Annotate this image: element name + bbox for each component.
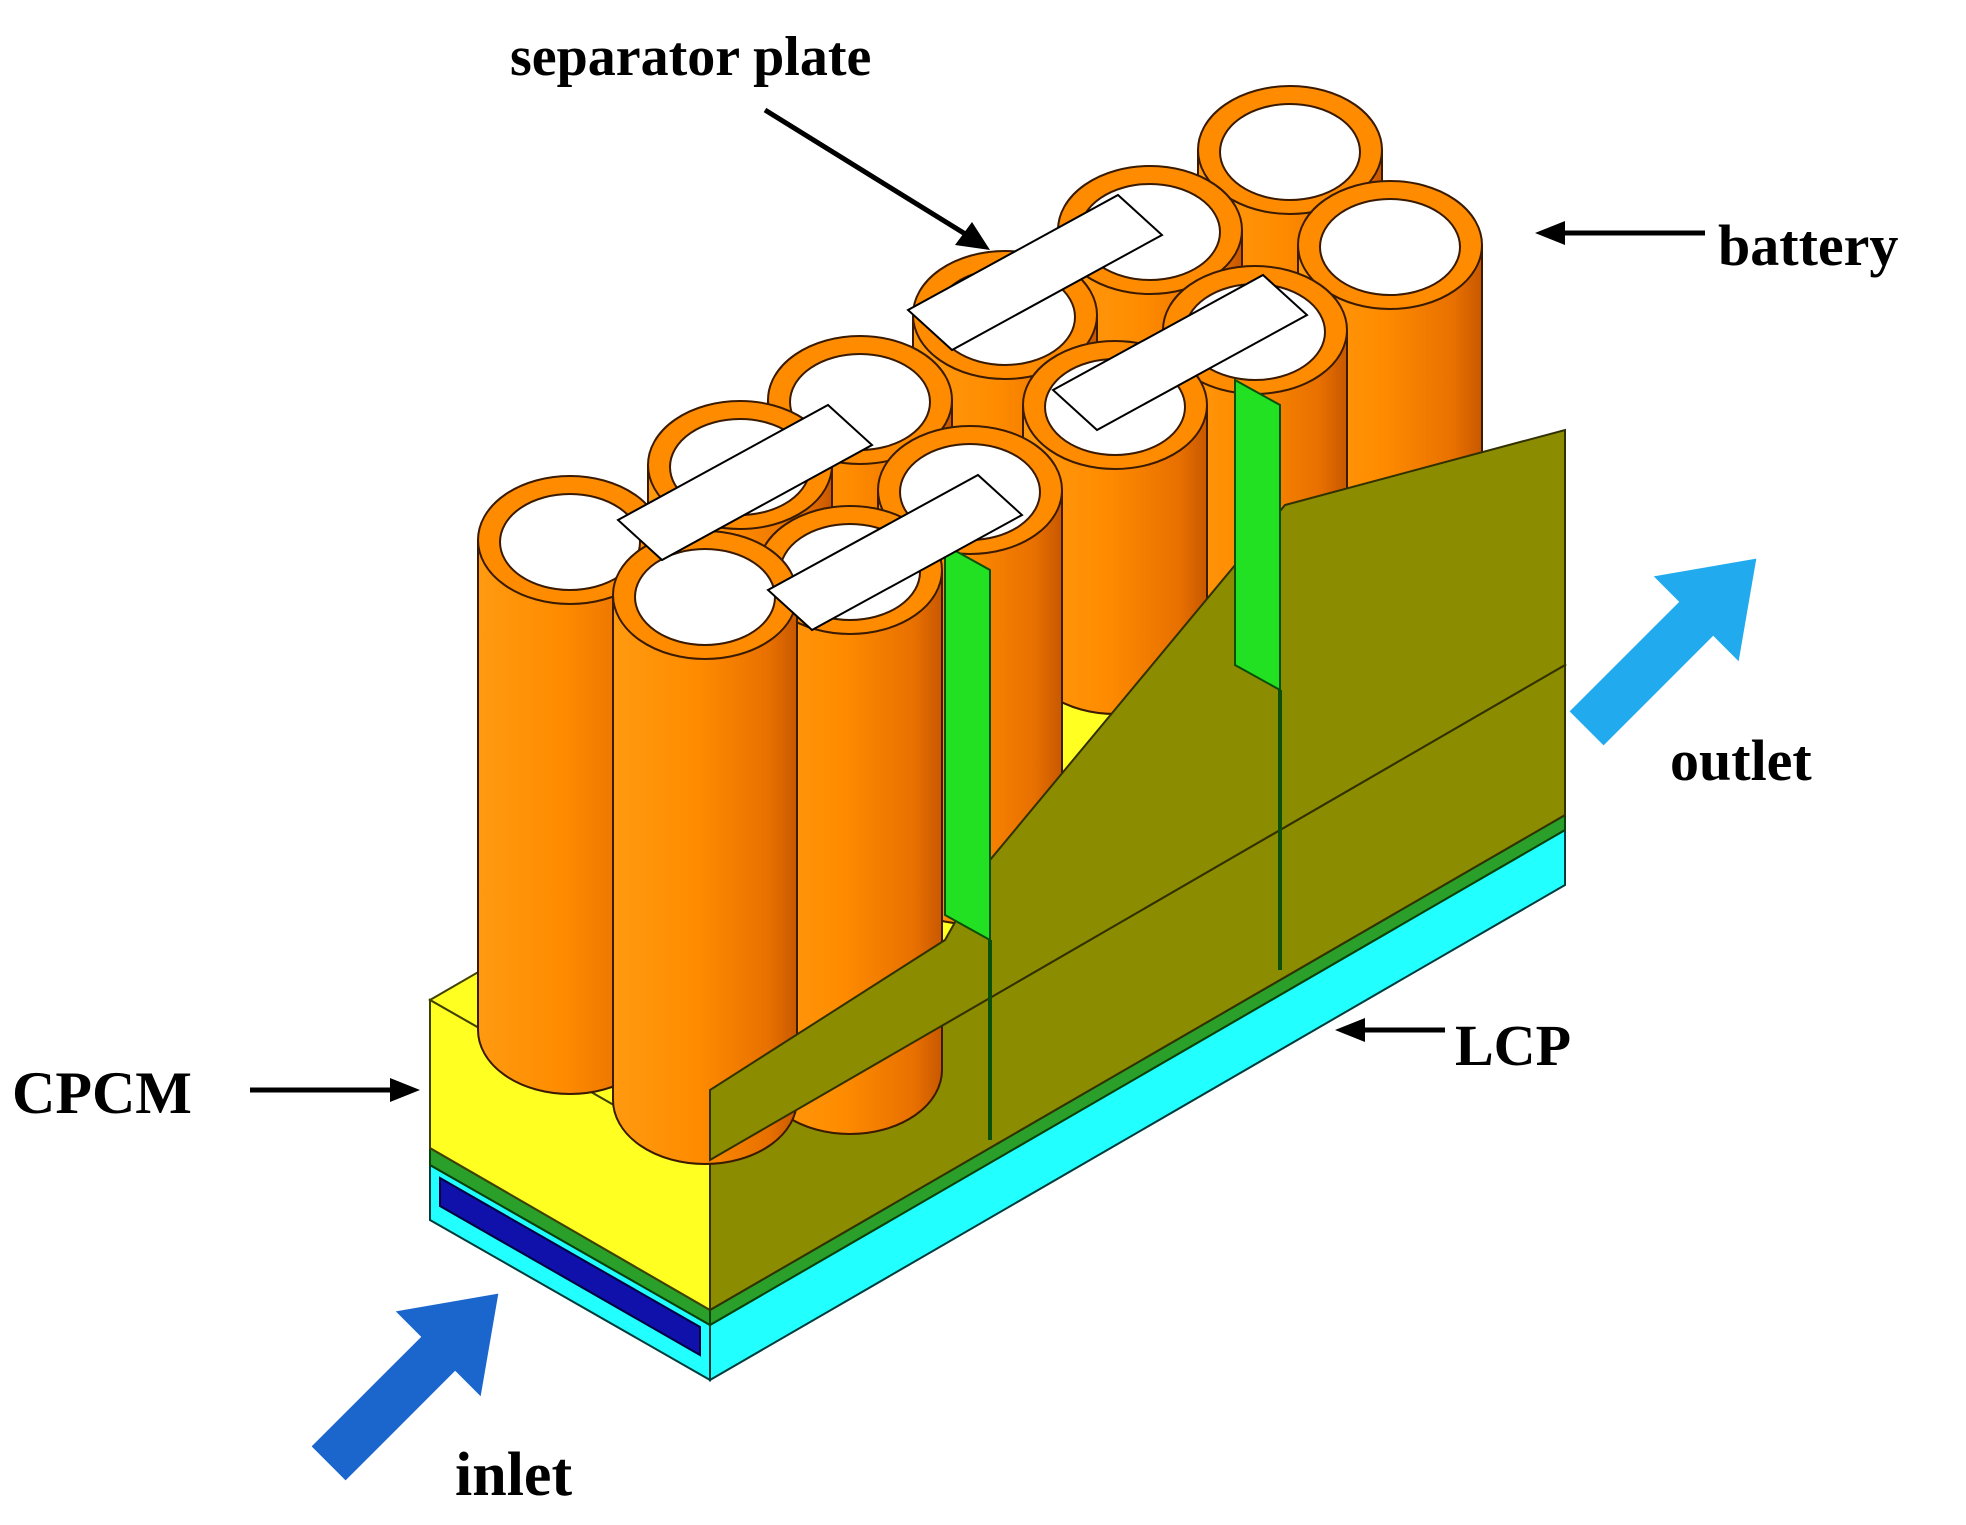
lcp-label: LCP xyxy=(1455,1013,1571,1078)
separator-plate-1 xyxy=(944,543,991,942)
inlet-arrow-shape xyxy=(311,1293,499,1481)
annotations: separator plate battery outlet LCP CPCM … xyxy=(12,26,1898,1509)
lcp-slab xyxy=(429,828,1566,1382)
battery-body xyxy=(612,594,798,1165)
connector-tab xyxy=(766,473,1024,632)
cpcm-arrowhead xyxy=(390,1078,420,1102)
battery-top xyxy=(1219,103,1361,201)
cpcm-side-face xyxy=(709,428,1566,1162)
connector-tab xyxy=(906,193,1164,352)
separator-plate-arrowhead xyxy=(955,222,990,250)
connector-tab xyxy=(1051,273,1309,432)
battery-top xyxy=(1319,198,1461,296)
battery-top xyxy=(634,548,776,646)
cpcm-label: CPCM xyxy=(12,1060,192,1126)
flow-arrows xyxy=(311,558,1757,1481)
lcp-arrowhead xyxy=(1335,1018,1365,1042)
separator-plate-pointer xyxy=(763,107,977,243)
battery-label: battery xyxy=(1718,213,1898,278)
battery-top xyxy=(499,493,641,591)
connector-tabs xyxy=(616,193,1309,632)
separator-plate-label: separator plate xyxy=(510,26,871,88)
outlet-label: outlet xyxy=(1670,728,1812,793)
separator-plate-2 xyxy=(1234,378,1281,692)
inlet-label: inlet xyxy=(455,1441,572,1509)
battery-arrowhead xyxy=(1535,221,1565,245)
coolant-channel xyxy=(439,1176,701,1357)
outlet-arrow-shape xyxy=(1569,558,1757,746)
connector-tab xyxy=(616,403,874,562)
